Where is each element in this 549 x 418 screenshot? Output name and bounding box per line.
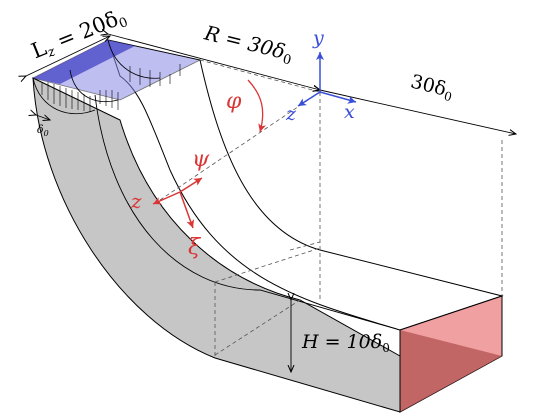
radius-label: R = 30δ0 (200, 20, 295, 68)
phi-label: φ (226, 89, 242, 114)
xi-label: ξ (188, 235, 202, 260)
z-axis-label-global: z (285, 103, 297, 125)
delta0-label: δ0 (37, 123, 49, 138)
delta0-dimension-line (36, 115, 50, 120)
duct-inner-curve (94, 94, 401, 331)
phi-arc (247, 79, 266, 133)
height-label: H = 10δ0 (301, 331, 390, 355)
duct-top-surface (107, 39, 504, 331)
x-axis-label: x (344, 101, 355, 123)
length-label: 30δ0 (408, 71, 456, 105)
psi-label: ψ (192, 147, 210, 172)
local-axes (152, 177, 203, 229)
global-axes (297, 52, 357, 107)
hidden-edges (159, 59, 503, 358)
radius-dimension-line (108, 34, 320, 90)
lz-dimension-line (26, 36, 110, 76)
z-axis-label-local: z (130, 189, 142, 213)
outlet-face-shade (400, 330, 502, 412)
y-axis-label: y (312, 27, 324, 49)
